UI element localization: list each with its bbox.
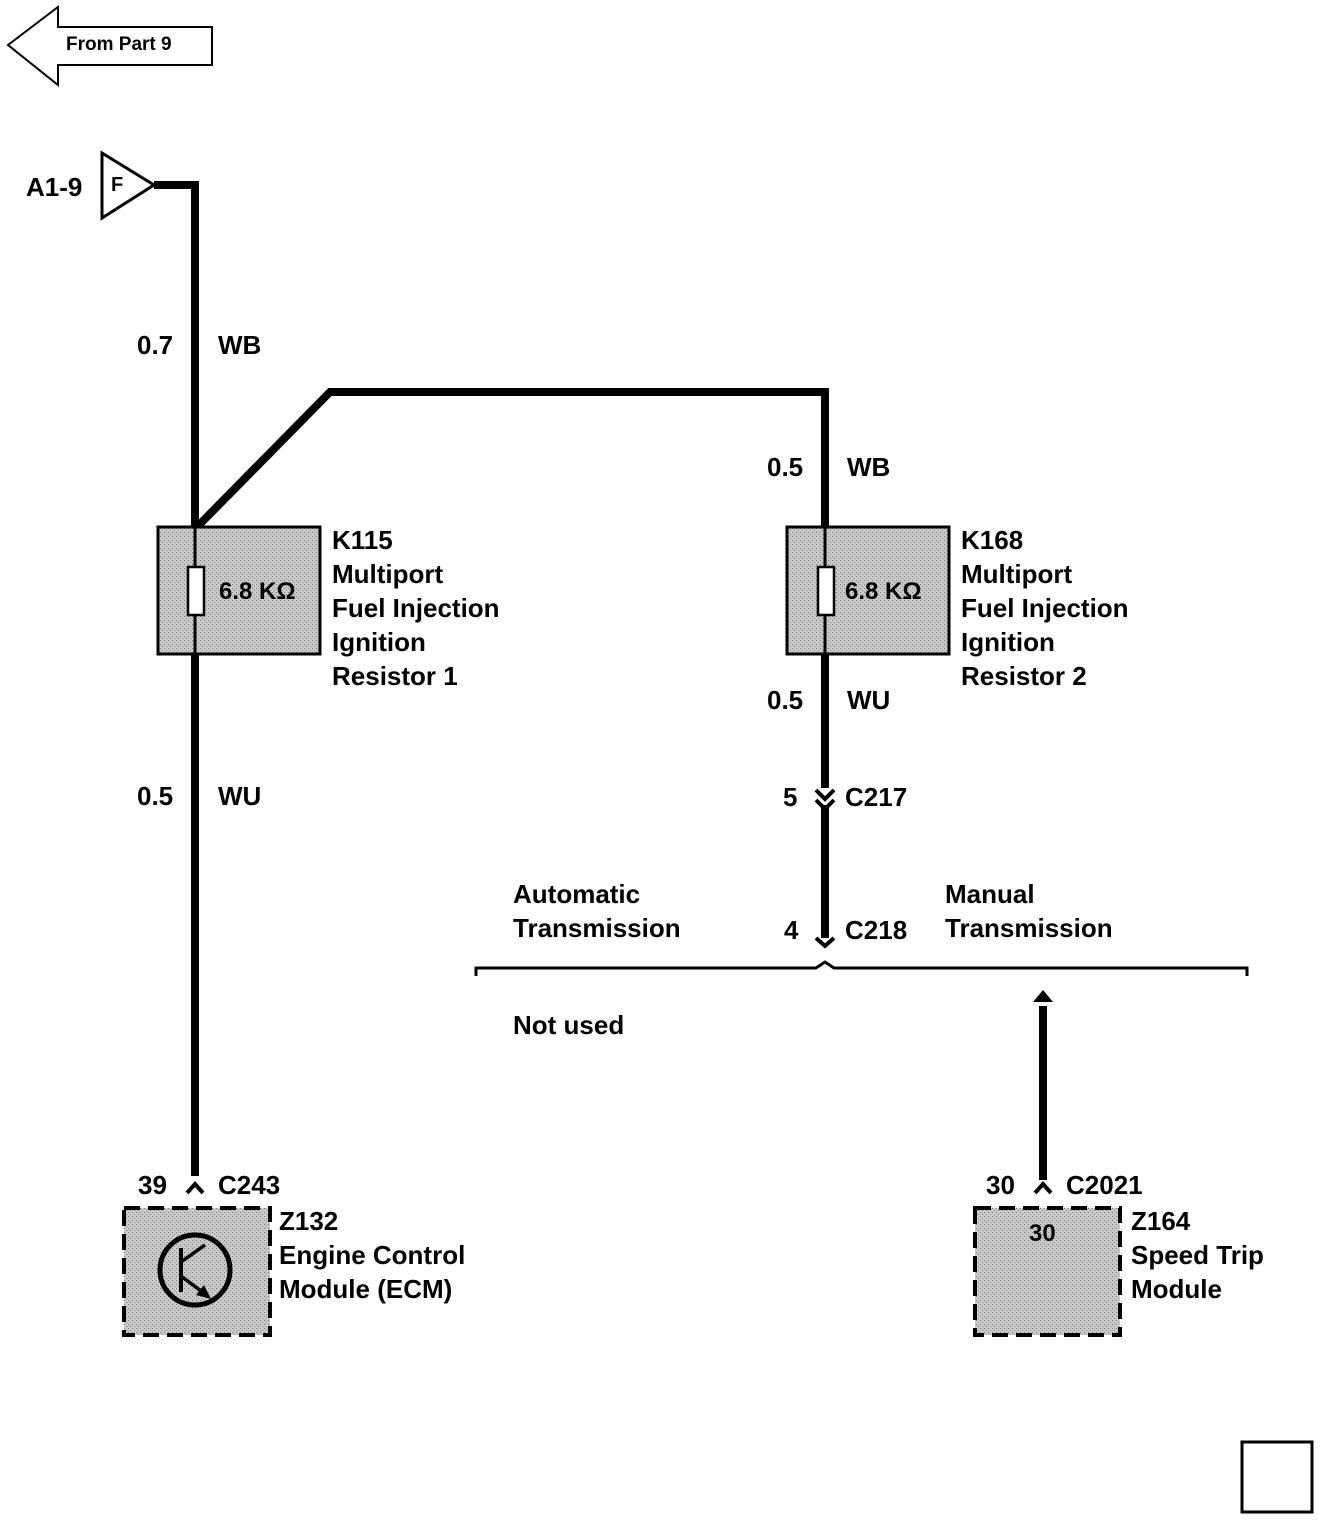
feed-flag-letter: F (111, 174, 124, 196)
transistor-icon (157, 1232, 233, 1308)
option-automatic-line-2: Transmission (513, 913, 681, 943)
z164-line-2: Speed Trip (1131, 1240, 1264, 1270)
wire-k115-out-color: WU (218, 781, 262, 811)
k168-description: K168 Multiport Fuel Injection Ignition R… (961, 523, 1129, 693)
c217-pin: 5 (783, 782, 798, 812)
wire-k168-out-size: 0.5 (767, 685, 804, 715)
c217-name: C217 (845, 782, 908, 812)
z132-description: Z132 Engine Control Module (ECM) (279, 1204, 465, 1306)
z164-box (973, 1206, 1122, 1337)
wire-branch (194, 388, 829, 530)
k115-value: 6.8 KΩ (219, 578, 296, 605)
page-corner-box (1240, 1440, 1314, 1514)
c243-connector-icon (185, 1180, 205, 1195)
option-automatic-line-1: Automatic (513, 879, 641, 909)
c2021-pin: 30 (986, 1170, 1015, 1200)
k115-resistor-icon (186, 565, 206, 617)
z164-description: Z164 Speed Trip Module (1131, 1204, 1264, 1306)
k168-line-5: Resistor 2 (961, 661, 1087, 691)
k168-code: K168 (961, 525, 1024, 555)
k168-box (785, 525, 951, 656)
feed-flag (100, 150, 157, 221)
from-part-label[interactable]: From Part 9 (66, 34, 172, 55)
z132-line-2: Engine Control (279, 1240, 466, 1270)
option-divider (474, 960, 1249, 976)
option-manual-line-2: Transmission (945, 913, 1113, 943)
wire-k168-out-color: WU (847, 685, 891, 715)
feed-ref-label: A1-9 (26, 172, 83, 202)
c2021-connector-icon (1033, 1180, 1053, 1195)
wire-main-upper (154, 181, 199, 527)
k168-value: 6.8 KΩ (845, 578, 922, 605)
k168-line-3: Fuel Injection (961, 593, 1129, 623)
k168-line-2: Multiport (961, 559, 1073, 589)
option-manual: Manual Transmission (945, 877, 1113, 945)
z132-line-3: Module (ECM) (279, 1274, 453, 1304)
from-part-arrow[interactable] (6, 4, 213, 88)
z164-line-3: Module (1131, 1274, 1222, 1304)
wire-main-color: WB (218, 330, 262, 360)
k115-line-4: Ignition (332, 627, 426, 657)
k115-description: K115 Multiport Fuel Injection Ignition R… (332, 523, 500, 693)
z132-box (122, 1206, 272, 1337)
wire-main-size: 0.7 (137, 330, 174, 360)
z132-code: Z132 (279, 1206, 339, 1236)
c218-name: C218 (845, 915, 908, 945)
wire-branch-size: 0.5 (767, 452, 804, 482)
not-used-label: Not used (513, 1010, 625, 1040)
k115-code: K115 (332, 525, 393, 555)
wire-branch-color: WB (847, 452, 891, 482)
k115-line-3: Fuel Injection (332, 593, 500, 623)
z164-inner-pin: 30 (1029, 1220, 1056, 1247)
c218-connector-icon (814, 936, 836, 949)
k168-line-4: Ignition (961, 627, 1055, 657)
c218-pin: 4 (784, 915, 799, 945)
c243-name: C243 (218, 1170, 281, 1200)
k115-line-5: Resistor 1 (332, 661, 458, 691)
wire-k115-out-size: 0.5 (137, 781, 174, 811)
c2021-name: C2021 (1066, 1170, 1143, 1200)
k115-box (156, 525, 322, 656)
option-manual-line-1: Manual (945, 879, 1035, 909)
z164-code: Z164 (1131, 1206, 1191, 1236)
c243-pin: 39 (138, 1170, 167, 1200)
k168-resistor-icon (816, 565, 836, 617)
arrow-up-icon (1033, 990, 1053, 1002)
k115-line-2: Multiport (332, 559, 444, 589)
option-automatic: Automatic Transmission (513, 877, 681, 945)
